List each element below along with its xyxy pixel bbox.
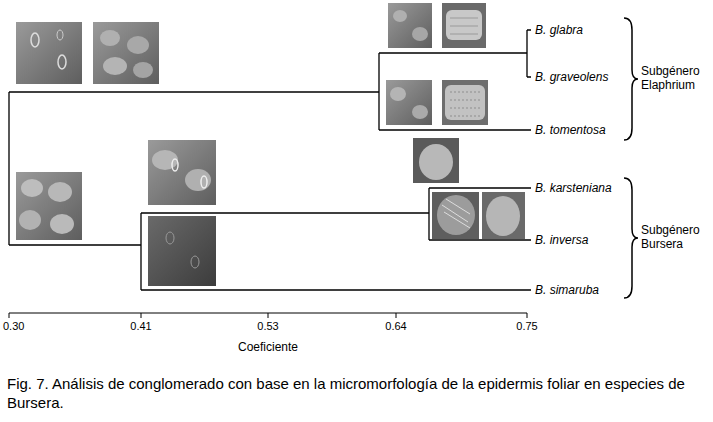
- tick-label: 0.30: [3, 320, 24, 333]
- sem-image: [386, 80, 432, 125]
- tick-label: 0.75: [516, 320, 537, 333]
- sem-image: [16, 22, 82, 84]
- dendrogram-lines: [9, 30, 531, 290]
- figure-caption: Fig. 7. Análisis de conglomerado con bas…: [7, 374, 707, 412]
- subgenus-label: Subgénero Bursera: [641, 223, 711, 252]
- axis-line: [9, 313, 527, 318]
- species-label: B. glabra: [535, 23, 583, 37]
- axis-title: Coeficiente: [238, 340, 298, 354]
- sem-image: [432, 192, 479, 239]
- sem-image: [388, 3, 432, 48]
- sem-image: [442, 3, 486, 48]
- sem-image: [482, 192, 525, 239]
- species-label: B. tomentosa: [535, 123, 606, 137]
- subgenus-label: Subgénero Elaphrium: [641, 64, 711, 93]
- species-label: B. graveolens: [535, 70, 608, 84]
- tick-label: 0.53: [257, 320, 278, 333]
- sem-image: [148, 216, 216, 286]
- curly-brace: [624, 18, 638, 298]
- tick-label: 0.64: [385, 320, 406, 333]
- sem-image: [16, 172, 82, 240]
- sem-image: [148, 140, 216, 205]
- species-label: B. simaruba: [535, 283, 599, 297]
- sem-image: [442, 80, 488, 125]
- sem-image: [413, 138, 459, 183]
- tick-label: 0.41: [130, 320, 151, 333]
- species-label: B. karsteniana: [535, 181, 612, 195]
- sem-image: [93, 22, 159, 84]
- species-label: B. inversa: [535, 233, 588, 247]
